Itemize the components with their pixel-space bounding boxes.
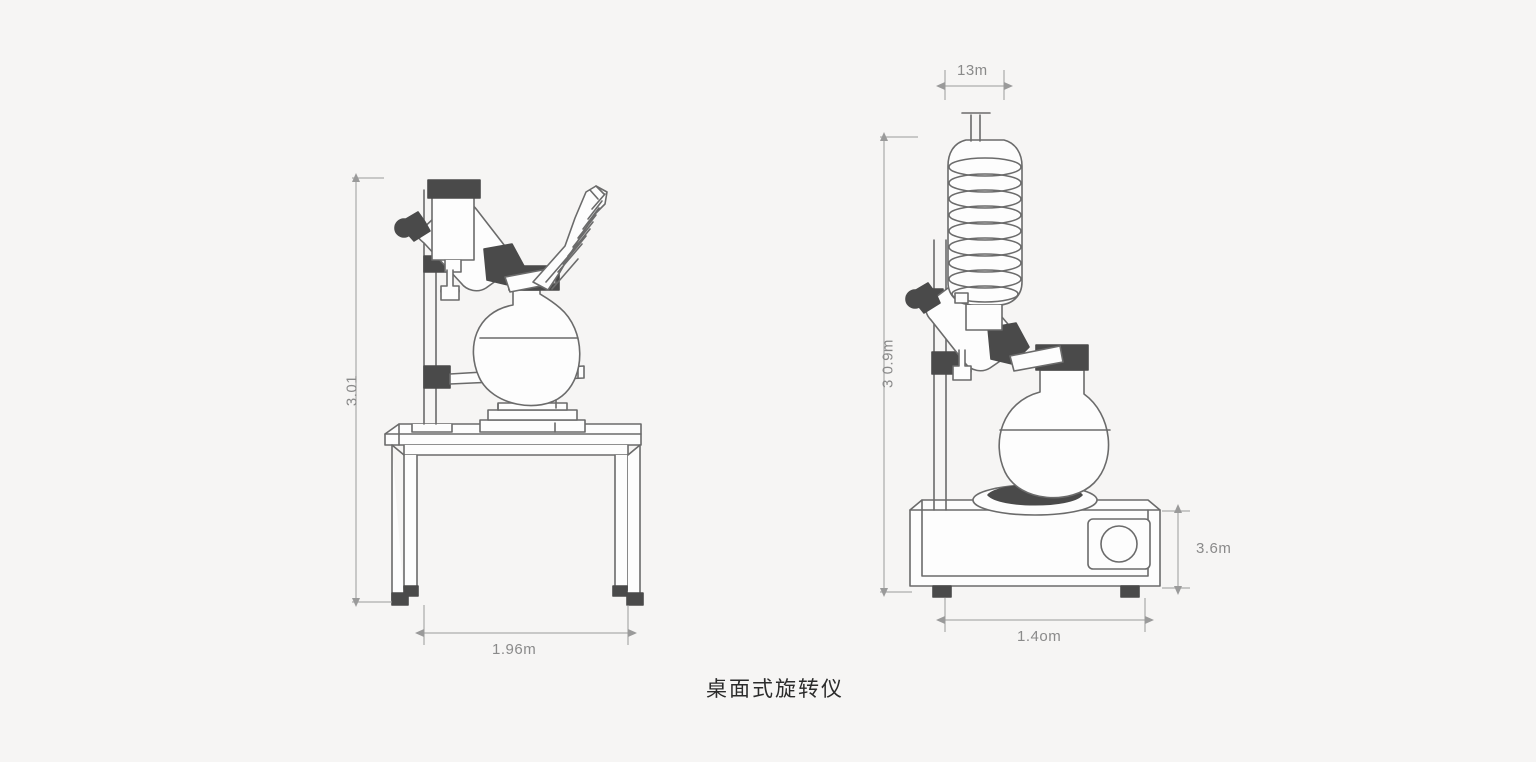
dim-label-right-height: 3 0.9m — [879, 339, 897, 388]
lab-table — [384, 423, 644, 606]
dim-label-left-height: 3.01 — [343, 374, 361, 407]
clamp-lower — [423, 365, 451, 389]
flask-platform — [479, 402, 586, 433]
dim-label-left-width: 1.96m — [492, 641, 537, 658]
round-bottom-flask — [472, 289, 581, 411]
drive-knob-right — [905, 282, 941, 314]
stand-base — [411, 423, 453, 433]
dimension-lines — [352, 70, 1190, 645]
stand-rod-right — [933, 239, 947, 511]
right-apparatus — [905, 112, 1161, 598]
dim-label-right-condenser-width: 13m — [957, 62, 988, 79]
coil-condenser-right — [947, 112, 1023, 331]
dim-label-right-base-height: 3.6m — [1196, 540, 1232, 557]
hotplate — [909, 484, 1161, 598]
bottle-cap — [427, 179, 481, 199]
stopcock-right — [952, 349, 972, 381]
stopcock — [440, 269, 460, 301]
control-knob — [1100, 525, 1138, 563]
figure-caption: 桌面式旋转仪 — [706, 677, 844, 701]
coil-condenser-left — [532, 185, 608, 291]
dim-label-right-width: 1.4om — [1017, 628, 1062, 645]
round-bottom-flask-right — [998, 369, 1111, 499]
left-apparatus — [384, 179, 644, 606]
vapour-duct-right — [1009, 345, 1064, 372]
drive-knob — [394, 211, 431, 242]
solvent-bottle — [427, 179, 481, 273]
